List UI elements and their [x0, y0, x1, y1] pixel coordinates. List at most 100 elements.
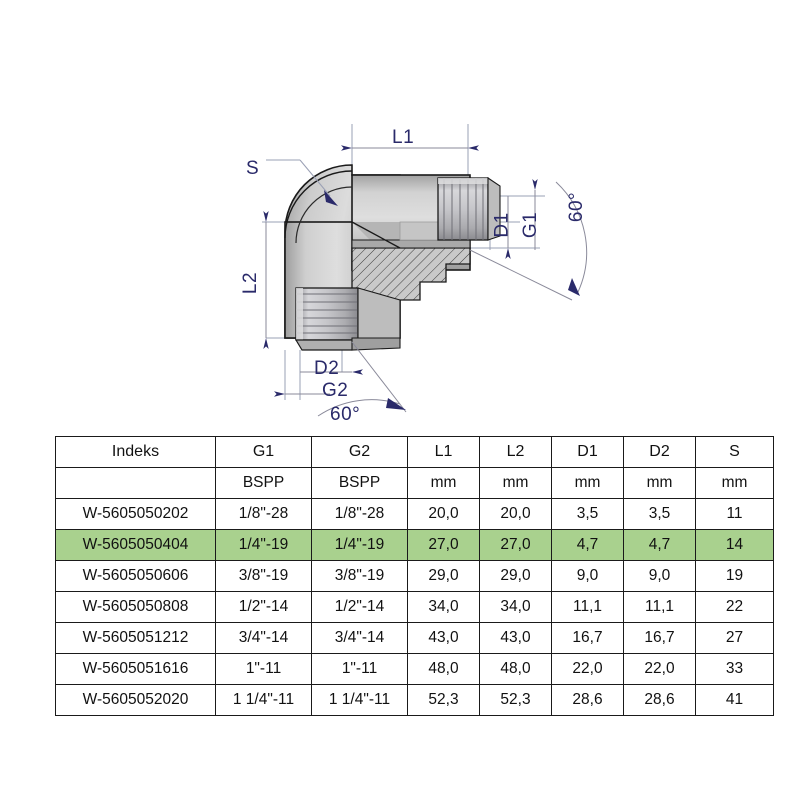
cell-index: W-5605052020 — [55, 684, 216, 716]
cell-g1: 1/4"-19 — [215, 529, 312, 561]
cell-g1: 3/4"-14 — [215, 622, 312, 654]
cell-s: 22 — [695, 591, 774, 623]
cell-g2: 1/2"-14 — [311, 591, 408, 623]
column-unit-g1: BSPP — [215, 467, 312, 499]
column-header-d1: D1 — [551, 436, 624, 468]
cell-d1: 11,1 — [551, 591, 624, 623]
cell-index: W-5605050202 — [55, 498, 216, 530]
cell-l2: 43,0 — [479, 622, 552, 654]
cell-index: W-5605050808 — [55, 591, 216, 623]
elbow-fitting-svg — [262, 124, 588, 417]
angle-indicator-g2 — [317, 341, 407, 417]
cell-l2: 48,0 — [479, 653, 552, 685]
cell-s: 27 — [695, 622, 774, 654]
label-angle-g1: 60° — [566, 191, 588, 223]
column-unit-d1: mm — [551, 467, 624, 499]
cell-d1: 3,5 — [551, 498, 624, 530]
cell-l1: 20,0 — [407, 498, 480, 530]
cell-d1: 16,7 — [551, 622, 624, 654]
column-unit-index — [55, 467, 216, 499]
label-angle-g2: 60° — [330, 404, 361, 425]
cell-d1: 4,7 — [551, 529, 624, 561]
cell-l2: 52,3 — [479, 684, 552, 716]
cell-g1: 1/2"-14 — [215, 591, 312, 623]
cell-l1: 43,0 — [407, 622, 480, 654]
cell-d1: 22,0 — [551, 653, 624, 685]
column-header-s: S — [695, 436, 774, 468]
column-header-l2: L2 — [479, 436, 552, 468]
cell-g2: 1"-11 — [311, 653, 408, 685]
label-d1: D1 — [491, 212, 513, 238]
angle-indicator-g1 — [469, 181, 588, 301]
fitting-body — [284, 164, 501, 351]
cell-d2: 16,7 — [623, 622, 696, 654]
cell-d2: 11,1 — [623, 591, 696, 623]
cell-g2: 1 1/4"-11 — [311, 684, 408, 716]
cell-l2: 20,0 — [479, 498, 552, 530]
column-unit-g2: BSPP — [311, 467, 408, 499]
cell-d2: 22,0 — [623, 653, 696, 685]
cell-g2: 1/8"-28 — [311, 498, 408, 530]
label-l2: L2 — [240, 271, 262, 295]
cell-s: 14 — [695, 529, 774, 561]
column-header-index: Indeks — [55, 436, 216, 468]
cell-s: 41 — [695, 684, 774, 716]
cell-l2: 29,0 — [479, 560, 552, 592]
column-header-g2: G2 — [311, 436, 408, 468]
cell-g2: 3/4"-14 — [311, 622, 408, 654]
technical-drawing: S L1 L2 D1 G1 D2 G2 60° 60° — [240, 124, 588, 425]
thread-striations-g2 — [296, 293, 358, 334]
cell-l1: 29,0 — [407, 560, 480, 592]
label-s: S — [246, 158, 260, 179]
column-unit-s: mm — [695, 467, 774, 499]
cell-d1: 9,0 — [551, 560, 624, 592]
column-unit-d2: mm — [623, 467, 696, 499]
cell-l1: 34,0 — [407, 591, 480, 623]
cell-d2: 4,7 — [623, 529, 696, 561]
cell-g1: 1/8"-28 — [215, 498, 312, 530]
leader-s — [266, 159, 338, 206]
cell-s: 11 — [695, 498, 774, 530]
label-g2: G2 — [322, 380, 349, 401]
cell-g1: 1"-11 — [215, 653, 312, 685]
label-g1: G1 — [520, 211, 542, 239]
column-header-g1: G1 — [215, 436, 312, 468]
cell-g1: 1 1/4"-11 — [215, 684, 312, 716]
cell-g2: 3/8"-19 — [311, 560, 408, 592]
cell-index: W-5605051616 — [55, 653, 216, 685]
cell-l1: 52,3 — [407, 684, 480, 716]
cell-l1: 48,0 — [407, 653, 480, 685]
column-header-d2: D2 — [623, 436, 696, 468]
label-d2: D2 — [314, 358, 340, 379]
cell-l1: 27,0 — [407, 529, 480, 561]
cell-d2: 3,5 — [623, 498, 696, 530]
cell-g2: 1/4"-19 — [311, 529, 408, 561]
column-unit-l2: mm — [479, 467, 552, 499]
column-header-l1: L1 — [407, 436, 480, 468]
cell-g1: 3/8"-19 — [215, 560, 312, 592]
cell-index: W-5605050404 — [55, 529, 216, 561]
cell-d2: 9,0 — [623, 560, 696, 592]
cell-s: 19 — [695, 560, 774, 592]
cell-l2: 34,0 — [479, 591, 552, 623]
thread-g2 — [295, 287, 359, 341]
cell-d2: 28,6 — [623, 684, 696, 716]
cell-l2: 27,0 — [479, 529, 552, 561]
thread-striations-g1 — [443, 178, 484, 240]
column-unit-l1: mm — [407, 467, 480, 499]
label-l1: L1 — [392, 127, 415, 148]
cell-index: W-5605050606 — [55, 560, 216, 592]
cell-s: 33 — [695, 653, 774, 685]
